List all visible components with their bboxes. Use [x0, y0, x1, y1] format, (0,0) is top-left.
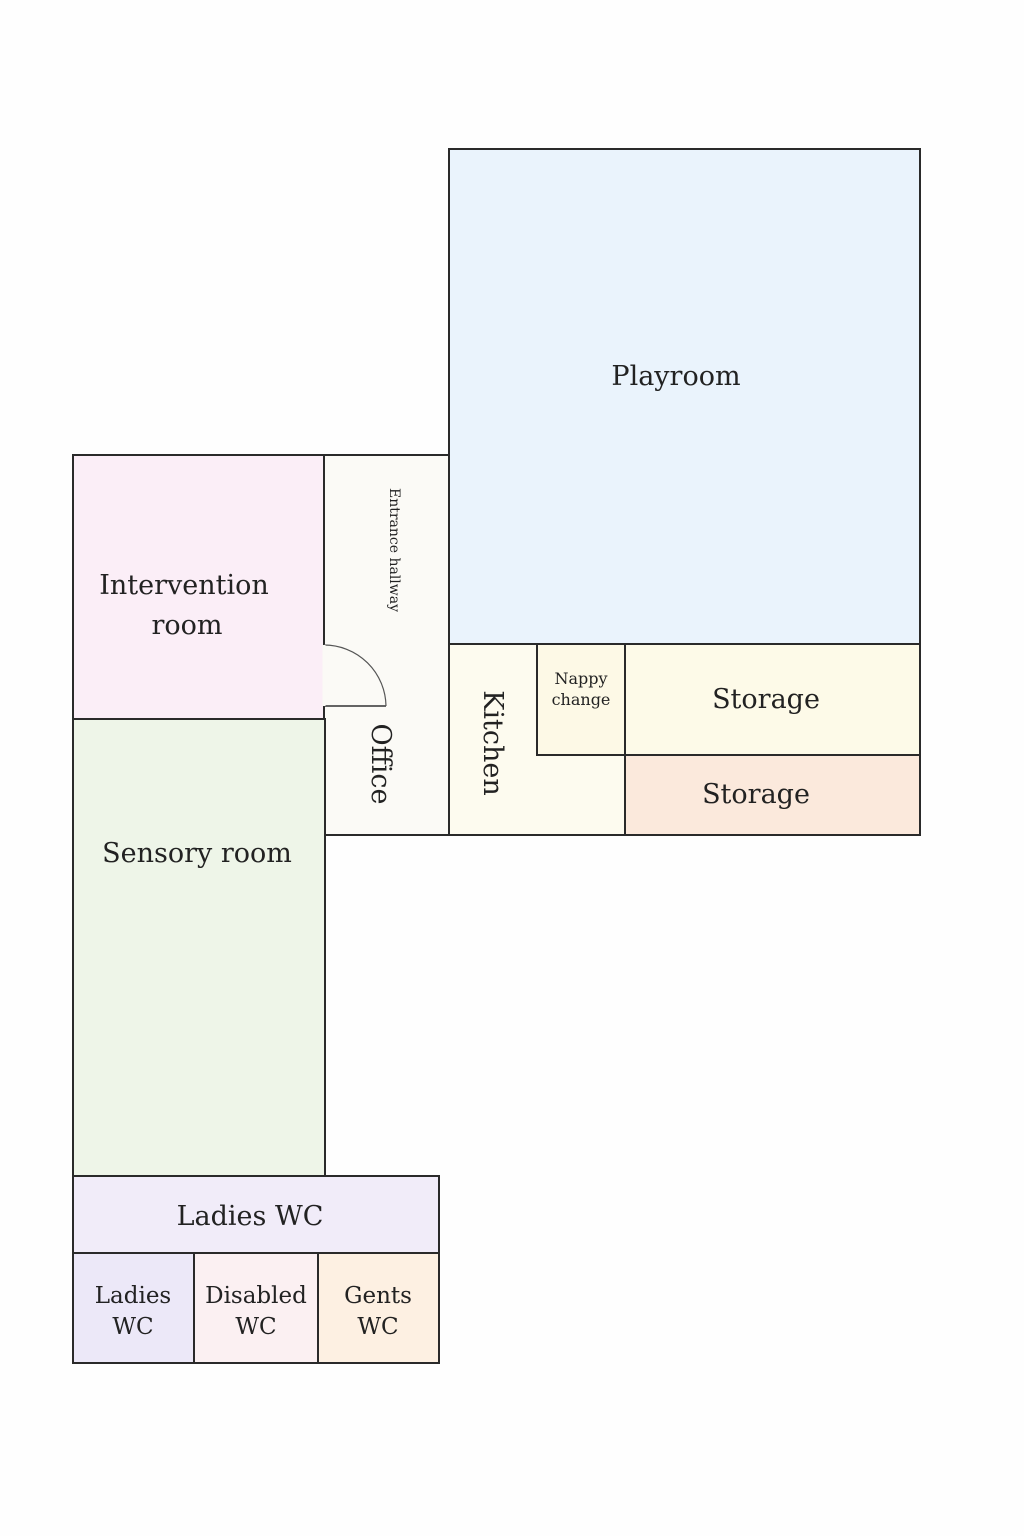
playroom: Playroom: [448, 148, 921, 645]
nappy-change: Nappy change: [536, 643, 626, 756]
nappy-change-label-line1: Nappy: [554, 669, 607, 688]
storage-upper-label: Storage: [712, 684, 820, 715]
storage-lower: Storage: [624, 754, 921, 836]
intervention-room-label-line1: Intervention: [99, 570, 269, 601]
entrance-hallway: Entrance hallway: [323, 454, 450, 836]
playroom-area: [448, 148, 921, 645]
ladies-wc-main: Ladies WC: [72, 1175, 440, 1254]
kitchen-label: Kitchen: [477, 690, 508, 796]
office-label: Office: [365, 723, 396, 804]
sensory-room-label: Sensory room: [102, 838, 292, 869]
ladies-wc-main-label: Ladies WC: [177, 1201, 324, 1232]
disabled-wc-label-line1: Disabled: [205, 1283, 307, 1309]
ladies-wc: Ladies WC: [72, 1252, 195, 1364]
storage-lower-area: [624, 754, 921, 836]
playroom-label: Playroom: [611, 361, 740, 392]
storage-upper-area: [624, 643, 921, 756]
nappy-change-area: [536, 643, 626, 756]
gents-wc-label-line2: WC: [357, 1314, 398, 1340]
ladies-wc-main-area: [72, 1175, 440, 1254]
intervention-room-area: [72, 454, 325, 720]
door-arc: [323, 644, 387, 707]
gents-wc-label-line1: Gents: [344, 1283, 412, 1309]
disabled-wc-label-line2: WC: [235, 1314, 276, 1340]
office: Office: [365, 723, 396, 804]
gents-wc: Gents WC: [317, 1252, 440, 1364]
intervention-room-label-line2: room: [151, 610, 222, 641]
sensory-room-area: [72, 718, 326, 1177]
ladies-wc-label-line2: WC: [112, 1314, 153, 1340]
sensory-room: Sensory room: [72, 718, 326, 1177]
entrance-hallway-area: [323, 454, 450, 836]
storage-lower-label: Storage: [702, 779, 810, 810]
disabled-wc-area: [193, 1252, 319, 1364]
door-swing: [322, 644, 387, 707]
storage-upper: Storage: [624, 643, 921, 756]
nappy-change-label-line2: change: [552, 690, 611, 709]
disabled-wc: Disabled WC: [193, 1252, 319, 1364]
ladies-wc-area: [72, 1252, 195, 1364]
entrance-hallway-label: Entrance hallway: [386, 488, 402, 612]
ladies-wc-label-line1: Ladies: [95, 1283, 171, 1309]
gents-wc-area: [317, 1252, 440, 1364]
intervention-room: Intervention room: [72, 454, 325, 720]
